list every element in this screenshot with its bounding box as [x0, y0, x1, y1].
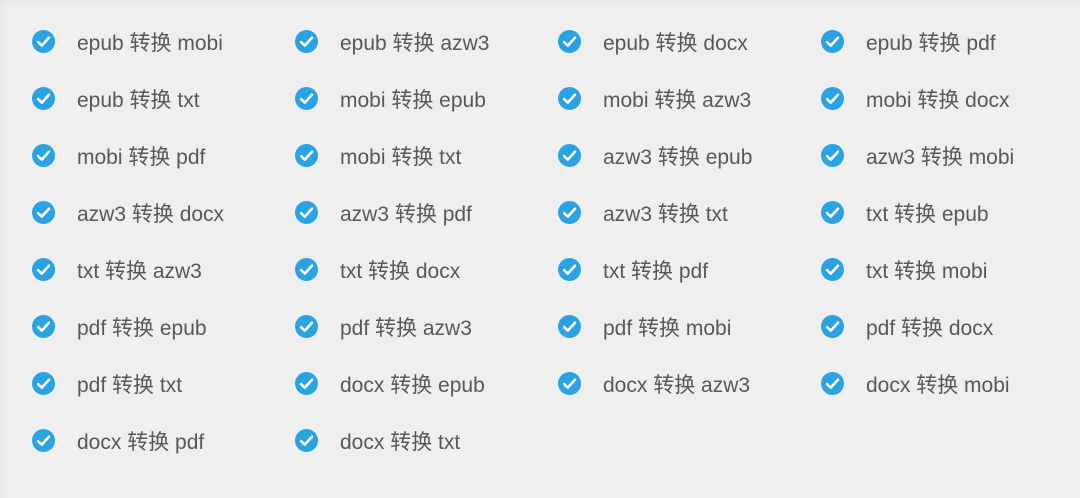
conversion-item: docx 转换 txt [295, 412, 558, 469]
check-circle-icon [295, 201, 318, 224]
conversion-label: epub 转换 azw3 [340, 31, 490, 55]
check-circle-icon [558, 315, 581, 338]
check-circle-icon [558, 144, 581, 167]
conversion-item: mobi 转换 epub [295, 70, 558, 127]
conversion-label: txt 转换 mobi [866, 259, 988, 283]
check-circle-icon [821, 315, 844, 338]
check-circle-icon [32, 315, 55, 338]
check-circle-icon [32, 144, 55, 167]
conversion-item: txt 转换 docx [295, 241, 558, 298]
conversion-label: txt 转换 docx [340, 259, 461, 283]
conversion-item: docx 转换 epub [295, 355, 558, 412]
conversion-item: pdf 转换 azw3 [295, 298, 558, 355]
conversion-item: docx 转换 azw3 [558, 355, 821, 412]
conversion-label: pdf 转换 docx [866, 316, 994, 340]
check-circle-icon [32, 429, 55, 452]
conversion-label: azw3 转换 mobi [866, 145, 1015, 169]
check-circle-icon [32, 30, 55, 53]
conversion-label: pdf 转换 azw3 [340, 316, 472, 340]
check-circle-icon [558, 87, 581, 110]
conversion-label: mobi 转换 epub [340, 88, 486, 112]
conversion-item: txt 转换 mobi [821, 241, 1080, 298]
check-circle-icon [295, 87, 318, 110]
conversion-label: epub 转换 docx [603, 31, 748, 55]
conversion-item: epub 转换 mobi [32, 13, 295, 70]
conversion-label: mobi 转换 docx [866, 88, 1010, 112]
check-circle-icon [558, 30, 581, 53]
check-circle-icon [821, 87, 844, 110]
conversion-item: azw3 转换 mobi [821, 127, 1080, 184]
conversion-label: txt 转换 pdf [603, 259, 709, 283]
check-circle-icon [558, 201, 581, 224]
conversion-label: txt 转换 epub [866, 202, 989, 226]
conversion-label: txt 转换 azw3 [77, 259, 202, 283]
conversion-item: docx 转换 mobi [821, 355, 1080, 412]
conversion-label: docx 转换 pdf [77, 430, 205, 454]
check-circle-icon [32, 201, 55, 224]
conversion-item: azw3 转换 pdf [295, 184, 558, 241]
check-circle-icon [821, 372, 844, 395]
conversion-label: epub 转换 pdf [866, 31, 996, 55]
check-circle-icon [32, 372, 55, 395]
conversion-item: epub 转换 txt [32, 70, 295, 127]
conversion-item: pdf 转换 txt [32, 355, 295, 412]
conversion-label: epub 转换 txt [77, 88, 200, 112]
conversion-label: azw3 转换 docx [77, 202, 225, 226]
check-circle-icon [32, 87, 55, 110]
conversion-label: docx 转换 mobi [866, 373, 1010, 397]
check-circle-icon [821, 30, 844, 53]
conversion-item: mobi 转换 pdf [32, 127, 295, 184]
conversion-item: mobi 转换 txt [295, 127, 558, 184]
check-circle-icon [558, 372, 581, 395]
conversion-grid: epub 转换 mobi epub 转换 azw3 epub 转换 docx e… [32, 13, 1080, 469]
check-circle-icon [821, 201, 844, 224]
conversion-item: azw3 转换 docx [32, 184, 295, 241]
conversion-item: txt 转换 azw3 [32, 241, 295, 298]
conversion-label: docx 转换 azw3 [603, 373, 751, 397]
check-circle-icon [32, 258, 55, 281]
check-circle-icon [295, 429, 318, 452]
conversion-item: docx 转换 pdf [32, 412, 295, 469]
conversion-item: azw3 转换 epub [558, 127, 821, 184]
conversion-label: mobi 转换 azw3 [603, 88, 752, 112]
conversion-label: docx 转换 txt [340, 430, 461, 454]
check-circle-icon [295, 315, 318, 338]
check-circle-icon [821, 144, 844, 167]
conversion-label: pdf 转换 epub [77, 316, 207, 340]
conversion-label: pdf 转换 txt [77, 373, 183, 397]
conversion-label: azw3 转换 txt [603, 202, 728, 226]
conversion-item: azw3 转换 txt [558, 184, 821, 241]
check-circle-icon [558, 258, 581, 281]
conversion-item: txt 转换 pdf [558, 241, 821, 298]
conversion-item: txt 转换 epub [821, 184, 1080, 241]
check-circle-icon [295, 30, 318, 53]
conversion-item: epub 转换 pdf [821, 13, 1080, 70]
check-circle-icon [295, 372, 318, 395]
conversion-item: pdf 转换 docx [821, 298, 1080, 355]
conversion-label: epub 转换 mobi [77, 31, 223, 55]
conversion-label: azw3 转换 pdf [340, 202, 472, 226]
check-circle-icon [821, 258, 844, 281]
conversion-label: docx 转换 epub [340, 373, 485, 397]
conversion-label: azw3 转换 epub [603, 145, 753, 169]
conversion-item: pdf 转换 mobi [558, 298, 821, 355]
conversion-item: pdf 转换 epub [32, 298, 295, 355]
check-circle-icon [295, 144, 318, 167]
conversion-label: pdf 转换 mobi [603, 316, 732, 340]
check-circle-icon [295, 258, 318, 281]
conversion-label: mobi 转换 txt [340, 145, 462, 169]
conversion-item: epub 转换 docx [558, 13, 821, 70]
conversion-item: epub 转换 azw3 [295, 13, 558, 70]
conversion-item: mobi 转换 azw3 [558, 70, 821, 127]
conversion-item: mobi 转换 docx [821, 70, 1080, 127]
conversion-label: mobi 转换 pdf [77, 145, 206, 169]
